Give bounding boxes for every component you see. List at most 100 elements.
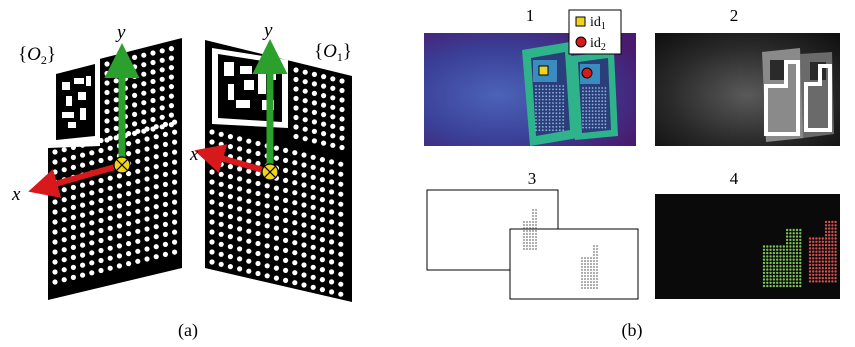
grid-dot xyxy=(541,85,544,87)
grid-dot xyxy=(535,236,537,238)
grid-dot xyxy=(330,104,336,110)
panel-b: 1 2 3 4 id1 id2 xyxy=(424,6,840,341)
grid-dot xyxy=(218,171,224,177)
grid-dot xyxy=(116,253,122,259)
grid-dot xyxy=(769,281,772,284)
grid-dot xyxy=(587,269,589,271)
grid-dot xyxy=(310,274,316,280)
grid-dot xyxy=(172,209,178,215)
grid-dot xyxy=(604,100,607,103)
grid-dot xyxy=(548,129,551,132)
grid-dot xyxy=(548,91,551,94)
dot-grid-right xyxy=(209,67,345,297)
grid-dot xyxy=(776,275,779,278)
grid-dot xyxy=(769,261,772,265)
grid-dot xyxy=(172,169,178,175)
grid-dot xyxy=(772,245,776,248)
grid-dot xyxy=(581,272,583,274)
grid-dot xyxy=(162,191,168,197)
grid-dot xyxy=(141,81,147,87)
grid-dot xyxy=(604,87,607,89)
grid-dot xyxy=(591,97,594,99)
grid-dot xyxy=(828,273,831,276)
grid-dot xyxy=(588,123,591,126)
grid-dot xyxy=(321,74,327,80)
grid-dot xyxy=(532,230,534,232)
grid-dot xyxy=(762,251,766,255)
grid-dot xyxy=(116,243,122,249)
grid-dot xyxy=(818,250,821,253)
grid-dot xyxy=(828,227,831,230)
grid-dot xyxy=(593,266,595,268)
grid-dot xyxy=(61,277,67,283)
grid-dot xyxy=(338,161,344,167)
grid-dot xyxy=(319,267,325,273)
grid-dot xyxy=(789,271,792,275)
grid-dot xyxy=(824,240,828,243)
grid-dot xyxy=(552,112,554,115)
grid-dot xyxy=(107,205,113,211)
grid-dot xyxy=(593,257,595,259)
grid-dot xyxy=(535,112,537,115)
grid-dot xyxy=(162,211,168,217)
grid-dot xyxy=(80,212,86,218)
grid-dot xyxy=(162,241,168,247)
grid-dot xyxy=(273,215,279,221)
grid-dot xyxy=(61,267,67,273)
grid-dot xyxy=(779,251,782,255)
grid-dot xyxy=(587,263,589,265)
grid-dot xyxy=(338,171,344,177)
grid-dot xyxy=(831,270,834,273)
grid-dot xyxy=(526,230,528,232)
grid-dot xyxy=(585,120,588,122)
grid-dot xyxy=(526,245,528,247)
grid-dot xyxy=(555,122,558,125)
grid-dot xyxy=(535,215,537,217)
grid-dot xyxy=(776,245,779,248)
grid-dot xyxy=(795,284,799,288)
grid-dot xyxy=(818,273,821,276)
grid-dot xyxy=(834,240,837,243)
grid-dot xyxy=(321,93,327,99)
grid-dot xyxy=(153,164,159,170)
grid-dot xyxy=(70,254,76,260)
grid-dot xyxy=(532,209,534,211)
grid-dot xyxy=(80,142,86,148)
grid-dot xyxy=(601,106,604,109)
grid-dot xyxy=(779,281,782,284)
grid-dot xyxy=(135,168,141,174)
grid-dot xyxy=(581,266,583,268)
grid-dot xyxy=(587,257,589,259)
grid-dot xyxy=(601,126,604,129)
grid-dot xyxy=(538,102,541,104)
grid-dot xyxy=(545,105,548,108)
grid-dot xyxy=(255,140,261,147)
grid-dot xyxy=(80,222,86,228)
grid-dot xyxy=(113,78,119,84)
grid-dot xyxy=(107,175,113,181)
grid-dot xyxy=(834,257,837,260)
grid-dot xyxy=(162,251,168,257)
grid-dot xyxy=(98,227,104,234)
grid-dot xyxy=(545,91,548,94)
grid-dot xyxy=(792,245,795,248)
grid-dot xyxy=(339,116,345,122)
grid-dot xyxy=(301,222,307,228)
grid-dot xyxy=(824,280,828,283)
grid-dot xyxy=(776,251,779,255)
grid-dot xyxy=(821,243,824,247)
grid-dot xyxy=(812,247,815,250)
grid-dot xyxy=(776,258,779,261)
grid-dot xyxy=(538,85,541,87)
grid-dot xyxy=(604,93,607,96)
grid-dot xyxy=(821,280,824,283)
grid-dot xyxy=(769,284,772,288)
grid-dot xyxy=(218,161,224,167)
grid-dot xyxy=(818,237,821,240)
grid-dot xyxy=(319,237,325,243)
grid-dot xyxy=(795,228,799,232)
grid-dot xyxy=(529,248,531,250)
grid-dot xyxy=(766,245,769,248)
grid-dot xyxy=(532,224,534,226)
grid-dot xyxy=(144,166,150,172)
